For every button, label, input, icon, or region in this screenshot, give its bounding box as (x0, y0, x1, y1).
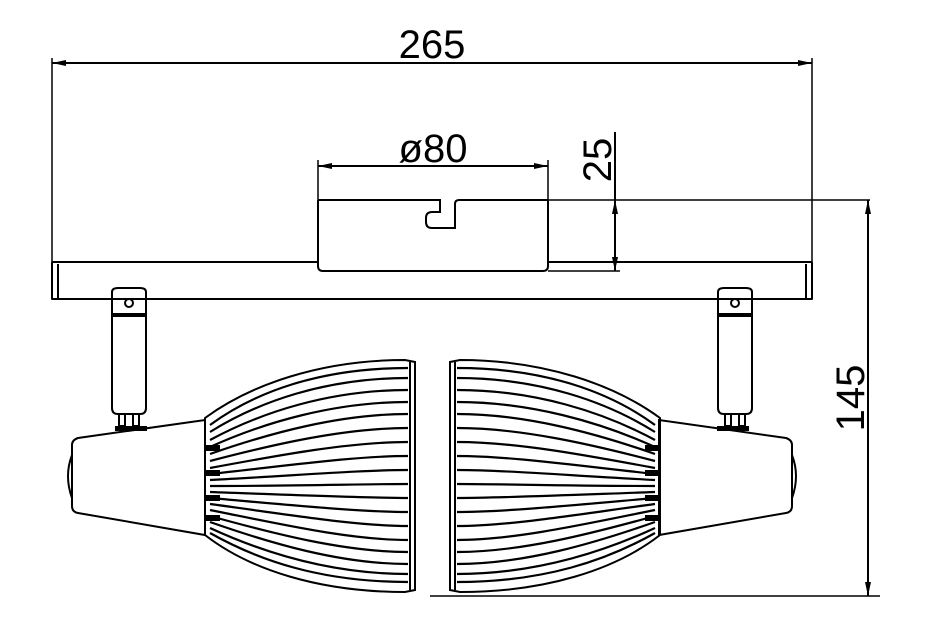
dimension-overall-width: 265 (51, 23, 813, 300)
ceiling-canopy (317, 199, 549, 272)
dimension-canopy-diameter: ø80 (317, 127, 549, 200)
dimension-label-145: 145 (829, 365, 873, 432)
left-spot-head (67, 287, 417, 594)
dimension-label-25: 25 (576, 138, 620, 183)
dimension-label-265: 265 (399, 23, 466, 67)
dimension-overall-height: 145 (430, 200, 880, 597)
dimension-canopy-height: 25 (548, 132, 870, 272)
right-spot-head (448, 287, 797, 594)
dimension-label-80: ø80 (399, 127, 468, 171)
mounting-bar (51, 261, 813, 300)
